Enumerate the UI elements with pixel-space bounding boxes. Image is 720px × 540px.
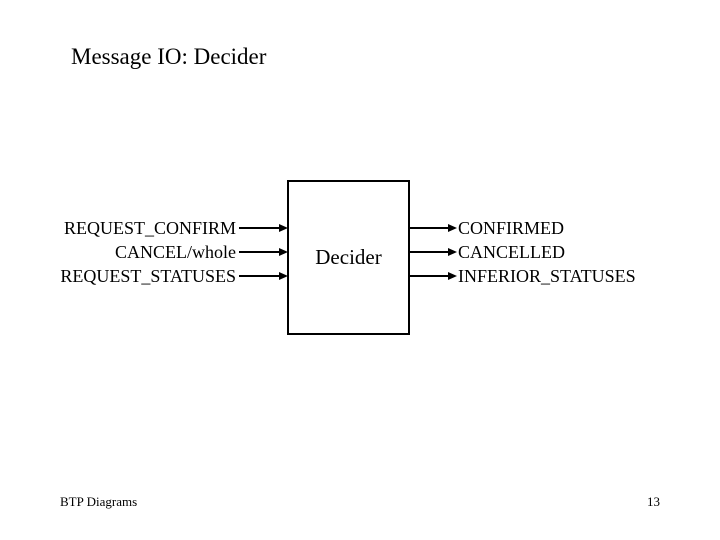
input-label: REQUEST_STATUSES xyxy=(60,266,236,286)
arrow-line xyxy=(239,227,280,229)
input-arrow-icon xyxy=(239,272,288,280)
output-arrow-icon xyxy=(409,272,457,280)
arrowhead-icon xyxy=(448,248,457,256)
arrowhead-icon xyxy=(279,248,288,256)
arrowhead-icon xyxy=(279,272,288,280)
output-arrow-icon xyxy=(409,224,457,232)
output-label-list: CONFIRMED CANCELLED INFERIOR_STATUSES xyxy=(458,216,688,288)
decider-box: Decider xyxy=(287,180,410,335)
output-arrow-icon xyxy=(409,248,457,256)
arrowhead-icon xyxy=(448,224,457,232)
input-label: CANCEL/whole xyxy=(115,242,236,262)
footer-text: BTP Diagrams xyxy=(60,494,138,509)
decider-box-label: Decider xyxy=(315,245,382,269)
arrow-line xyxy=(239,275,280,277)
input-arrow-icon xyxy=(239,224,288,232)
arrowhead-icon xyxy=(448,272,457,280)
arrow-line xyxy=(409,251,449,253)
arrow-line xyxy=(409,275,449,277)
page-number: 13 xyxy=(647,494,660,509)
input-label-list: REQUEST_CONFIRM CANCEL/whole REQUEST_STA… xyxy=(30,216,236,288)
input-label: REQUEST_CONFIRM xyxy=(63,218,236,238)
arrow-line xyxy=(239,251,280,253)
output-label: CANCELLED xyxy=(458,242,565,262)
input-arrow-icon xyxy=(239,248,288,256)
arrowhead-icon xyxy=(279,224,288,232)
output-label: CONFIRMED xyxy=(458,218,565,238)
arrow-line xyxy=(409,227,449,229)
slide-title: Message IO: Decider xyxy=(71,44,267,69)
output-label: INFERIOR_STATUSES xyxy=(458,266,636,286)
